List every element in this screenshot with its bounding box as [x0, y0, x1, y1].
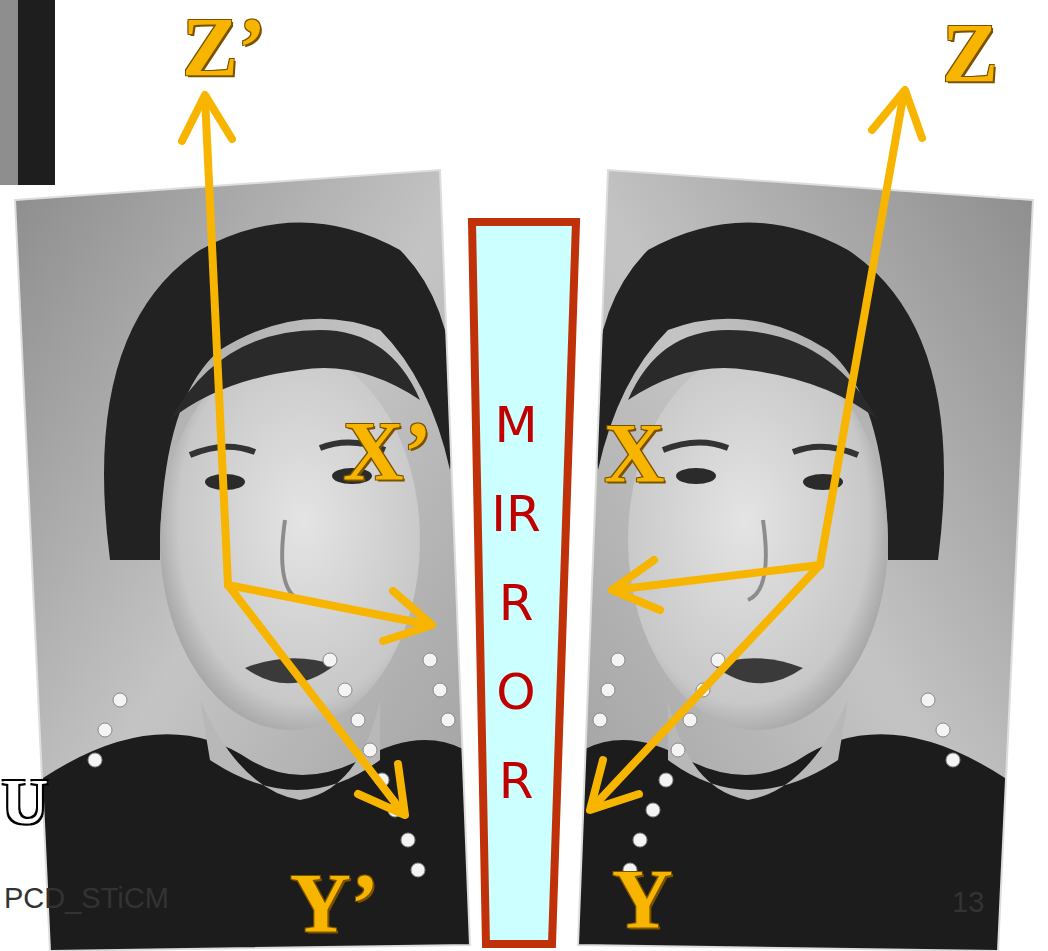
axis-label: X’ [343, 410, 432, 494]
portrait-left [0, 160, 480, 951]
portrait-right [568, 160, 1048, 951]
mirror-bar: MIRROR [466, 216, 582, 950]
footer-text: PCD_STiCM [4, 884, 169, 913]
title-fragment: U [2, 770, 48, 834]
axis-label: X [604, 412, 665, 496]
axes-left [182, 95, 432, 815]
axis-label: Y’ [290, 862, 379, 946]
axes-right [590, 90, 922, 810]
photo-fragment [0, 0, 55, 185]
page-number: 13 [952, 888, 984, 917]
axis-label: Z [942, 12, 998, 96]
axis-label: Y [612, 858, 673, 942]
axis-label: Z’ [182, 6, 266, 90]
mirror-label: MIRROR [491, 381, 541, 826]
